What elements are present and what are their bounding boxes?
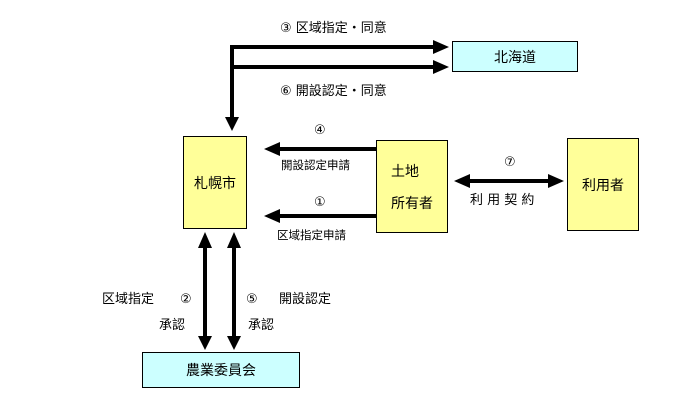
step5-number: ⑤ bbox=[246, 292, 258, 307]
step7-label: 利 用 契 約 bbox=[470, 193, 535, 208]
arrow-step2-head-down bbox=[198, 336, 212, 350]
land-owner-label-line2: 所有者 bbox=[391, 195, 433, 212]
arrow-step2-head-up bbox=[198, 232, 212, 248]
agricultural-committee-node: 農業委員会 bbox=[142, 352, 300, 388]
step6-label: ⑥ 開設認定・同意 bbox=[280, 84, 387, 99]
hokkaido-label: 北海道 bbox=[494, 49, 536, 66]
agricultural-committee-label: 農業委員会 bbox=[186, 363, 256, 379]
arrow-step4-shaft bbox=[278, 147, 376, 151]
arrow-step5-head-up bbox=[227, 232, 241, 248]
arrow-step7-shaft bbox=[468, 179, 550, 183]
sapporo-label: 札幌市 bbox=[194, 175, 236, 192]
user-node: 利用者 bbox=[567, 138, 639, 231]
arrow-step5-head-down bbox=[227, 336, 241, 350]
step2-sublabel: 承認 bbox=[159, 318, 186, 333]
step7-number: ⑦ bbox=[504, 155, 516, 170]
arrow-step1-shaft bbox=[278, 214, 376, 218]
arrow-step3-shaft bbox=[230, 45, 435, 49]
land-owner-label-line1: 土地 bbox=[391, 163, 419, 180]
connector-vertical bbox=[230, 45, 234, 118]
arrow-step7-head-right bbox=[548, 174, 564, 188]
step3-label: ③ 区域指定・同意 bbox=[280, 21, 387, 36]
step5-label: 開設認定 bbox=[279, 292, 332, 307]
arrow-step6-shaft bbox=[230, 65, 435, 69]
arrow-step7-head-left bbox=[454, 174, 470, 188]
arrow-step5-shaft bbox=[232, 246, 236, 338]
arrow-step1-head bbox=[264, 209, 280, 223]
step5-sublabel: 承認 bbox=[248, 318, 275, 333]
arrow-step4-head bbox=[264, 142, 280, 156]
arrow-step6-head bbox=[433, 60, 449, 74]
sapporo-node: 札幌市 bbox=[183, 136, 247, 229]
step1-number: ① bbox=[314, 195, 326, 210]
step4-label: 開設認定申請 bbox=[281, 158, 350, 172]
step2-label: 区域指定 bbox=[102, 292, 155, 307]
arrow-step2-shaft bbox=[203, 246, 207, 338]
step4-number: ④ bbox=[314, 123, 326, 138]
hokkaido-node: 北海道 bbox=[452, 41, 578, 72]
land-owner-node: 土地 所有者 bbox=[376, 140, 448, 233]
arrow-step3-head bbox=[433, 40, 449, 54]
step1-label: 区域指定申請 bbox=[277, 228, 346, 242]
step2-number: ② bbox=[180, 292, 192, 307]
arrow-to-sapporo-head bbox=[225, 117, 239, 131]
user-label: 利用者 bbox=[582, 177, 624, 194]
